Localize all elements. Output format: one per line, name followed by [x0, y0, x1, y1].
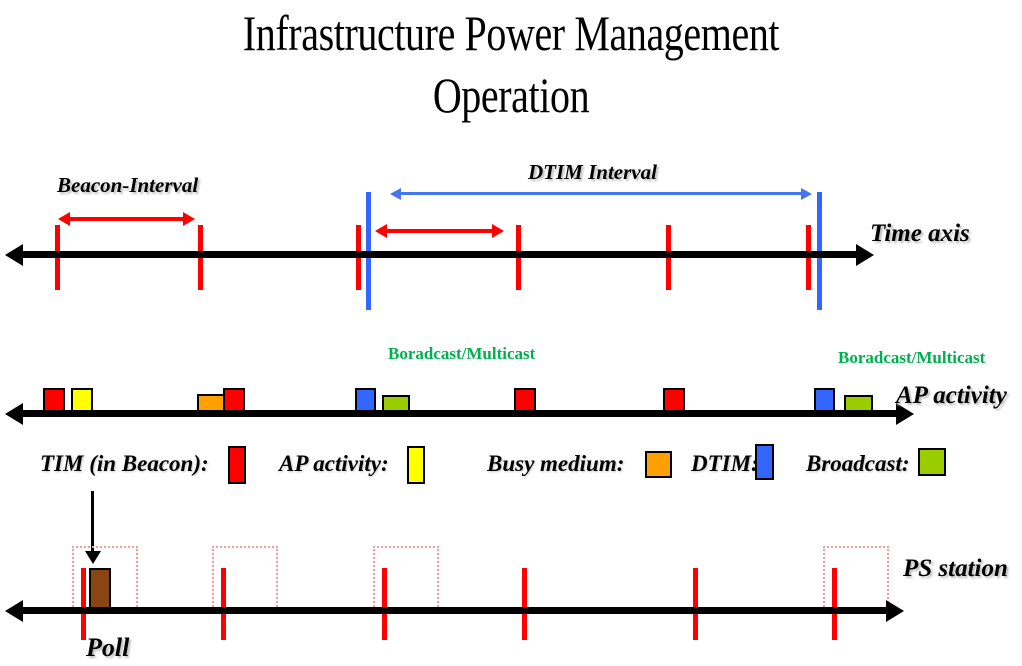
page-title: Infrastructure Power Management Operatio…: [102, 2, 920, 126]
broadcast-multicast-note-right: Boradcast/Multicast: [838, 348, 986, 367]
ap-axis-arrow-right: [896, 403, 914, 425]
dtim-interval-label: DTIM Interval: [528, 160, 657, 184]
time-axis-line: [22, 251, 858, 258]
ps-poll-frame: [89, 568, 111, 611]
legend-swatch-broadcast: [918, 448, 946, 476]
ap-axis-arrow-left: [5, 403, 23, 425]
legend-item-broadcast: Broadcast:: [806, 448, 946, 477]
legend-swatch-tim: [228, 446, 246, 484]
time-axis-arrow-right: [856, 244, 874, 266]
ps-axis-arrow-left: [5, 600, 23, 622]
ps-tick: [832, 568, 837, 640]
legend-item-dtim: DTIM:: [691, 444, 774, 480]
legend-label: AP activity:: [279, 451, 389, 476]
legend-label: TIM (in Beacon):: [40, 451, 209, 476]
ps-tick: [81, 568, 86, 640]
legend-label: DTIM:: [691, 451, 759, 476]
ps-tick: [522, 568, 527, 640]
legend-item-ap-activity: AP activity:: [279, 446, 425, 484]
ps-tick: [221, 568, 226, 640]
broadcast-multicast-note-left: Boradcast/Multicast: [388, 344, 536, 363]
poll-label: Poll: [86, 633, 130, 662]
legend-swatch-dtim: [755, 444, 774, 480]
beacon-interval-label: Beacon-Interval: [57, 173, 199, 197]
ps-station-row-label: PS station: [903, 555, 1008, 582]
ps-axis-arrow-right: [886, 600, 904, 622]
ps-tick: [382, 568, 387, 640]
time-axis-arrow-left: [5, 244, 23, 266]
legend-swatch-busy-medium: [645, 451, 672, 478]
legend-label: Busy medium:: [487, 451, 625, 476]
title-line-1: Infrastructure Power Management: [242, 5, 780, 61]
time-axis-row-label: Time axis: [870, 220, 970, 247]
legend-swatch-ap-activity: [407, 446, 425, 484]
legend-item-tim: TIM (in Beacon):: [40, 446, 246, 484]
ps-tick: [693, 568, 698, 640]
ap-axis-line: [22, 410, 898, 417]
ap-activity-row-label: AP activity: [896, 382, 1007, 409]
legend-label: Broadcast:: [806, 451, 910, 476]
legend-item-busy-medium: Busy medium:: [487, 451, 672, 478]
title-line-2: Operation: [432, 67, 590, 123]
ps-axis-line: [22, 607, 888, 614]
